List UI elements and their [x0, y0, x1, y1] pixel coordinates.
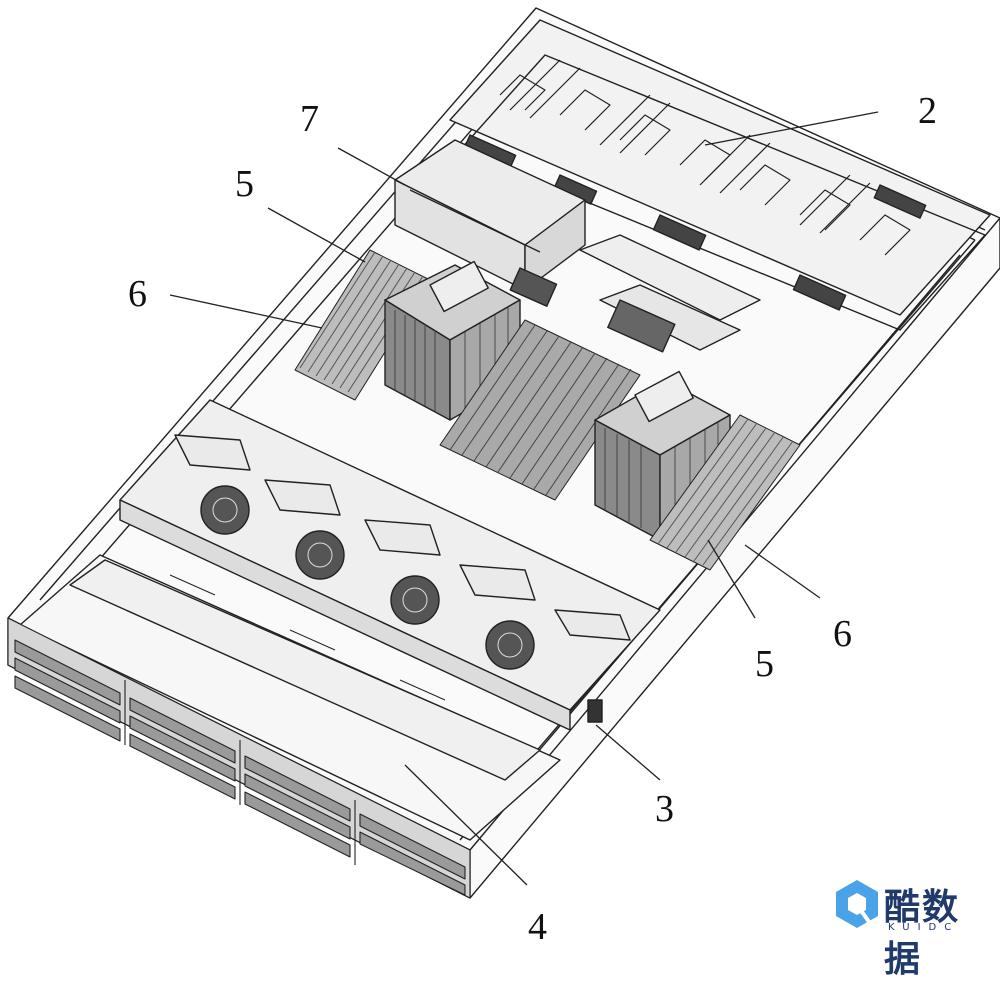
dimm-bank-left [294, 249, 431, 401]
watermark-text-en: KUIDC [888, 922, 960, 933]
callout-3: 3 [655, 788, 674, 830]
rear-io-bay [449, 19, 991, 331]
side-connector [587, 699, 603, 723]
callout-5-bottom: 5 [755, 643, 774, 685]
drive-cage-cover [19, 554, 561, 841]
watermark-logo-icon [836, 880, 878, 928]
cpu-heatsink-1 [384, 260, 521, 421]
chassis-drawing [7, 7, 1000, 899]
leader-lines [169, 111, 879, 886]
callout-6-right: 6 [833, 613, 852, 655]
watermark: 酷数据 KUIDC [832, 876, 992, 980]
callout-4: 4 [528, 906, 547, 948]
dimm-bank-right [649, 414, 801, 571]
front-drive-bays [7, 617, 471, 899]
server-chassis-diagram: 2 7 5 6 6 5 3 4 酷数据 KUIDC [7, 7, 1000, 980]
fan-wall [119, 399, 661, 731]
riser-module [394, 139, 586, 307]
callout-2: 2 [918, 90, 937, 132]
dimm-bank-center [439, 319, 641, 501]
callout-7: 7 [300, 98, 319, 140]
callout-6-left: 6 [128, 273, 147, 315]
callout-5-top: 5 [235, 163, 254, 205]
